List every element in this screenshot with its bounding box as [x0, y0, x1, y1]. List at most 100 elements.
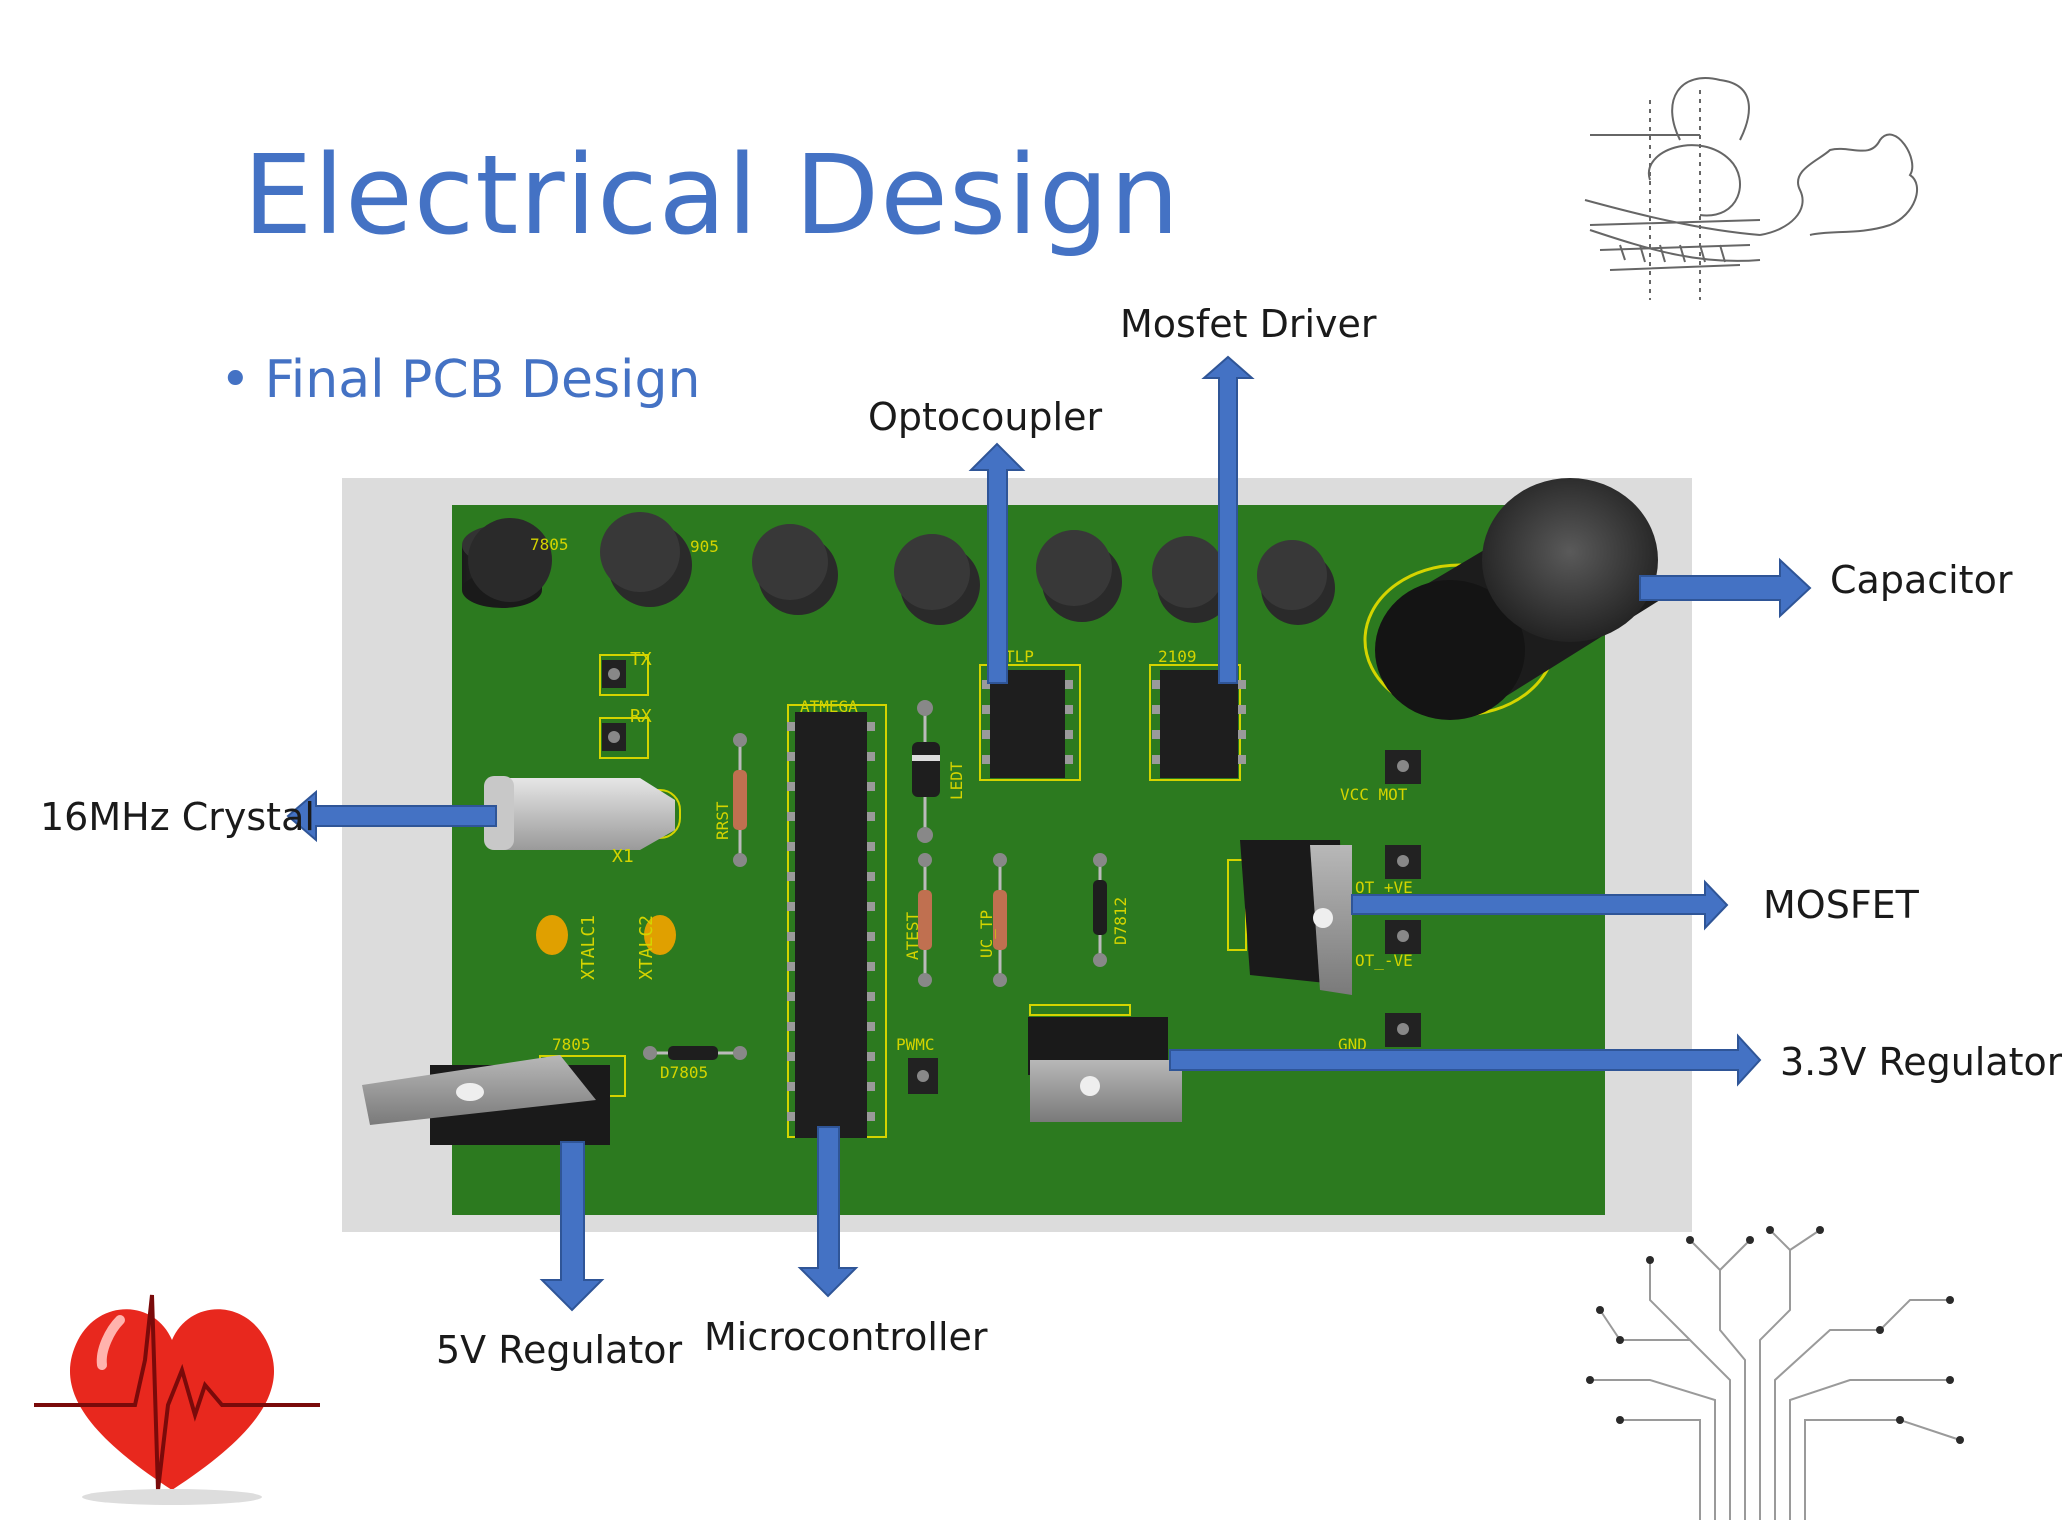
chip-pin — [982, 680, 990, 689]
silk-motneg: OT_-VE — [1355, 951, 1413, 970]
label-5v-regulator: 5V Regulator — [436, 1328, 683, 1372]
chip-pin — [867, 902, 875, 911]
chip-pin — [787, 812, 795, 821]
component-4 — [894, 534, 980, 625]
silk-tx: TX — [630, 649, 652, 670]
bullet-item: •Final PCB Design — [220, 350, 700, 410]
silk-driver: 2109 — [1158, 647, 1197, 666]
label-3v3-regulator: 3.3V Regulator — [1780, 1040, 2062, 1084]
component-7 — [1257, 540, 1335, 625]
silk-xtal2: XTALC2 — [636, 915, 657, 980]
component-3 — [752, 524, 838, 615]
chip-pin — [867, 872, 875, 881]
silk-rrst: RRST — [713, 801, 732, 840]
chip-pin — [867, 932, 875, 941]
arrow-mosfet-driver — [1201, 355, 1255, 684]
chip-pin — [1152, 730, 1160, 739]
chip-pin — [787, 722, 795, 731]
crystal-component: X1 — [484, 776, 681, 867]
label-capacitor: Capacitor — [1830, 558, 2013, 602]
chip-pin — [787, 932, 795, 941]
chip-pin — [1152, 755, 1160, 764]
regulator-5v-component: 7805 — [362, 1035, 626, 1145]
chip-pin — [787, 962, 795, 971]
chip-pin — [867, 1022, 875, 1031]
chip-pin — [787, 1112, 795, 1121]
regulator-3v3-component — [1028, 1004, 1182, 1122]
component-5 — [1036, 530, 1122, 622]
chip-pin — [1065, 755, 1073, 764]
silk-x1: X1 — [612, 846, 634, 867]
silk-d7812: D7812 — [1111, 897, 1130, 945]
circuit-tree-illustration — [1586, 1226, 1964, 1520]
silk-vccmot: VCC MOT — [1340, 785, 1408, 804]
chip-pin — [867, 1112, 875, 1121]
top-components — [462, 512, 1335, 625]
component-2 — [600, 512, 692, 607]
arrow-capacitor — [1639, 557, 1812, 619]
chip-pin — [787, 782, 795, 791]
diode-d7812: D7812 — [1093, 853, 1130, 967]
label-microcontroller: Microcontroller — [704, 1315, 988, 1359]
silk-pwmc: PWMC — [896, 1035, 935, 1054]
chip-pin — [867, 1052, 875, 1061]
arrow-5v-regulator — [539, 1141, 605, 1312]
slide-title: Electrical Design — [243, 131, 1181, 259]
chip-pin — [1238, 730, 1246, 739]
arrow-crystal — [286, 789, 497, 843]
pwmc-header: PWMC — [896, 1035, 938, 1094]
chip-pin — [787, 1022, 795, 1031]
silk-rx: RX — [630, 706, 652, 727]
microcontroller-chip: ATMEGA — [787, 697, 887, 1138]
chip-pin — [982, 730, 990, 739]
component-1 — [462, 518, 552, 608]
chip-pin — [1238, 755, 1246, 764]
silk-xtal1: XTALC1 — [578, 915, 599, 980]
chip-pin — [1152, 680, 1160, 689]
label-crystal: 16MHz Crystal — [40, 795, 315, 839]
callout-arrows — [286, 355, 1812, 1312]
chip-pin — [787, 1052, 795, 1061]
silk-led: LEDT — [947, 761, 966, 800]
chip-pin — [787, 1082, 795, 1091]
chip-pin — [787, 902, 795, 911]
silk-mcu: ATMEGA — [800, 697, 858, 716]
diode-d7805: D7805 — [643, 1046, 747, 1082]
chip-pin — [787, 992, 795, 1001]
led-diode: LEDT — [912, 700, 966, 843]
chip-pin — [1238, 680, 1246, 689]
mcu-pins — [787, 722, 875, 1121]
crystal-caps: XTALC1 XTALC2 — [536, 915, 676, 980]
label-mosfet-driver: Mosfet Driver — [1120, 302, 1377, 346]
bullet-text: Final PCB Design — [264, 350, 701, 410]
chip-pin — [1065, 730, 1073, 739]
silk-reg5v: 7805 — [552, 1035, 591, 1054]
optocoupler-chip: TLP — [979, 647, 1081, 781]
silk-tlp: TLP — [1005, 647, 1034, 666]
silk-reg1: 7805 — [530, 535, 569, 554]
silk-motpos: OT_+VE — [1355, 878, 1413, 897]
driver-pins — [1152, 680, 1246, 764]
arrow-microcontroller — [797, 1126, 859, 1298]
large-capacitor — [1363, 478, 1660, 720]
chip-pin — [787, 872, 795, 881]
arrow-3v3-regulator — [1169, 1033, 1762, 1087]
chip-pin — [867, 992, 875, 1001]
resistor-rrst: RRST — [713, 733, 747, 867]
chip-pin — [1238, 705, 1246, 714]
chip-pin — [1065, 705, 1073, 714]
chip-pin — [1152, 705, 1160, 714]
opto-pins — [982, 680, 1073, 764]
chip-pin — [787, 752, 795, 761]
silk-atest: ATEST — [903, 911, 922, 960]
silk-reg2: 905 — [690, 537, 719, 556]
arrow-mosfet — [1351, 879, 1729, 931]
chip-pin — [867, 812, 875, 821]
resistors-mid: ATEST UC_TP — [903, 853, 1007, 987]
chip-pin — [982, 705, 990, 714]
bullet-dot: • — [220, 350, 251, 410]
chip-pin — [867, 752, 875, 761]
cpr-illustration — [1584, 77, 1919, 300]
label-optocoupler: Optocoupler — [868, 395, 1103, 439]
